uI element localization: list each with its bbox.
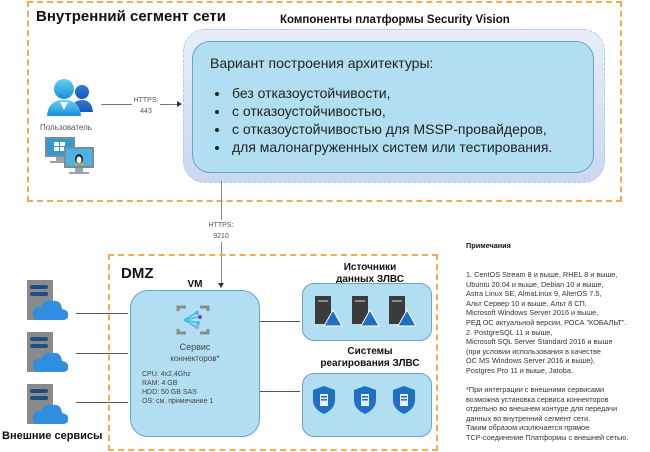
- note-line: Postgres Pro 11 и выше, Jatoba.: [466, 365, 573, 375]
- note-line: возможна установка сервиса коннекторов: [466, 394, 609, 404]
- variant-item: с отказоустойчивостью для MSSP-провайдер…: [230, 120, 552, 138]
- note-line: ОС MS Windows Server 2016 и выше),: [466, 356, 595, 366]
- note-line: 2. PostgreSQL 11 и выше,: [466, 327, 553, 337]
- note-line: *При интеграции с внешними сервисами: [466, 385, 605, 395]
- arrow-head-icon: [218, 283, 224, 288]
- notes: Примечания 1. CentOS Stream 8 и выше, RH…: [466, 222, 628, 452]
- protocol-text: HTTPS:: [133, 97, 159, 104]
- note-line: (при условии использования в качестве: [466, 346, 601, 356]
- internal-zone-title: Внутренний сегмент сети: [36, 8, 226, 25]
- architecture-box: [192, 41, 594, 173]
- spec-line: OS: см. примечание 1: [142, 398, 214, 405]
- dmz-protocol-label: HTTPS: 9210: [206, 220, 236, 242]
- source-server-icon: [389, 296, 417, 327]
- users-icon: [47, 79, 93, 116]
- source-server-icon: [352, 296, 380, 327]
- connector-service-icon: [176, 305, 210, 335]
- external-vm-connector: [76, 313, 128, 314]
- note-line: данных во внутренний сегмент сети.: [466, 413, 591, 423]
- note-line: Microsoft Windows Server 2016 и выше,: [466, 308, 599, 318]
- shield-icon: [313, 386, 335, 414]
- architecture-variants: без отказоустойчивости, с отказоустойчив…: [210, 84, 552, 156]
- note-line: отдельно во внешнем контуре для передачи: [466, 404, 618, 414]
- note-line: TCP-соединение Платформы с внешней сетью…: [466, 433, 629, 443]
- platform-title: Компоненты платформы Security Vision: [280, 14, 510, 26]
- response-title: Системы реагирования ЗЛВС: [300, 346, 440, 370]
- variant-item: с отказоустойчивостью,: [230, 102, 552, 120]
- service-line: Сервис: [179, 342, 211, 352]
- vm-title: VM: [187, 279, 203, 290]
- workstations-icon: [45, 137, 94, 174]
- shield-icon: [393, 386, 415, 414]
- title-line: Источники: [343, 262, 397, 273]
- internal-zone: [27, 1, 622, 202]
- note-line: Astra Linux SE, AlmaLinux 9, AlterOS 7.5…: [466, 289, 602, 299]
- sources-title: Источники данных ЗЛВС: [300, 262, 440, 286]
- note-line: Таким образом исключается прямое: [466, 423, 590, 433]
- note-line: Microsoft SQL Server Standard 2016 и выш…: [466, 337, 613, 347]
- spec-line: CPU: 4x2,4Ghz: [142, 371, 191, 378]
- user-protocol-label: HTTPS: 443: [132, 95, 160, 117]
- user-label: Пользователь: [40, 122, 92, 133]
- variant-item: для малонагруженных систем или тестирова…: [230, 138, 552, 156]
- notes-title: Примечания: [466, 241, 511, 251]
- arrow-head-icon: [177, 101, 182, 107]
- service-line: коннекторов*: [170, 354, 220, 363]
- vm-sources-connector: [260, 321, 300, 322]
- external-zone-title: Внешние сервисы: [2, 430, 103, 442]
- external-service-icon: [27, 280, 69, 320]
- vm-box: [130, 290, 260, 437]
- note-line: Альт Сервер 10 и выше, Альт 8 СП,: [466, 298, 587, 308]
- dmz-zone-title: DMZ: [121, 265, 154, 282]
- architecture-heading: Вариант построения архитектуры:: [210, 55, 434, 71]
- port-text: 443: [140, 108, 152, 115]
- variant-item: без отказоустойчивости,: [230, 84, 552, 102]
- note-line: 1. CentOS Stream 8 и выше, RHEL 8 и выше…: [466, 269, 618, 279]
- note-line: Ubuntu 20.04 и выше, Debian 10 и выше,: [466, 279, 604, 289]
- external-service-icon: [27, 332, 69, 372]
- spec-line: RAM: 4 GB: [142, 380, 178, 387]
- title-line: Системы: [347, 346, 393, 357]
- source-server-icon: [315, 296, 343, 327]
- note-line: [466, 376, 628, 386]
- shield-icon: [354, 386, 376, 414]
- vm-response-connector: [260, 391, 300, 392]
- port-text: 9210: [213, 233, 229, 240]
- spec-line: HDD: 50 GB SAS: [142, 389, 197, 396]
- external-vm-connector: [76, 402, 128, 403]
- title-line: реагирования ЗЛВС: [320, 358, 420, 369]
- external-service-icon: [27, 384, 69, 424]
- vm-specs: CPU: 4x2,4Ghz RAM: 4 GB HDD: 50 GB SAS O…: [142, 370, 213, 406]
- title-line: данных ЗЛВС: [336, 274, 404, 285]
- protocol-text: HTTPS:: [208, 222, 234, 229]
- vm-service-label: Сервис коннекторов*: [150, 342, 240, 364]
- note-line: РЕД ОС актуальной версии, РОСА "КОБАЛЬТ"…: [466, 317, 627, 327]
- external-vm-connector: [76, 353, 128, 354]
- notes-lines: 1. CentOS Stream 8 и выше, RHEL 8 и выше…: [466, 270, 628, 443]
